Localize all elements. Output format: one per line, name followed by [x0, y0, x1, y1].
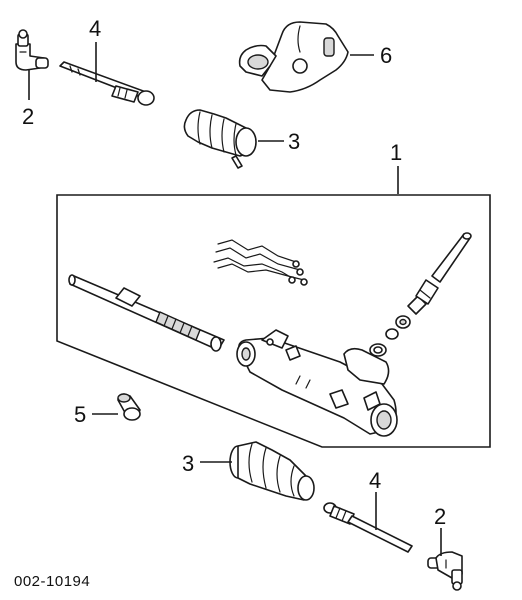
inner-tie-rod-lower — [323, 502, 413, 553]
callout-tie-rod-end-upper: 2 — [22, 104, 34, 129]
callout-bracket: 6 — [380, 43, 392, 68]
callout-inner-tie-rod-lower: 4 — [369, 468, 381, 493]
callout-tie-rod-end-lower: 2 — [434, 504, 446, 529]
rack-housing — [236, 329, 398, 437]
boot-upper — [183, 109, 257, 169]
callout-rack-assembly: 1 — [390, 140, 402, 165]
callout-boot-lower: 3 — [182, 451, 194, 476]
diagram-code: 002-10194 — [14, 573, 90, 590]
callout-boot-upper: 3 — [288, 129, 300, 154]
rack-assembly — [68, 232, 472, 437]
pinion-seals — [369, 315, 411, 357]
mounting-bracket — [238, 21, 349, 93]
rack-assembly-frame — [56, 194, 491, 448]
rack-bar — [68, 274, 225, 352]
callout-plug: 5 — [74, 402, 86, 427]
tie-rod-end-lower — [427, 551, 463, 591]
callout-inner-tie-rod-upper: 4 — [89, 16, 101, 41]
plug — [117, 393, 141, 421]
transfer-tubes — [213, 239, 308, 286]
input-shaft — [407, 232, 472, 315]
tie-rod-end-upper — [15, 29, 49, 71]
boot-lower — [229, 441, 315, 501]
inner-tie-rod-upper — [59, 61, 155, 106]
